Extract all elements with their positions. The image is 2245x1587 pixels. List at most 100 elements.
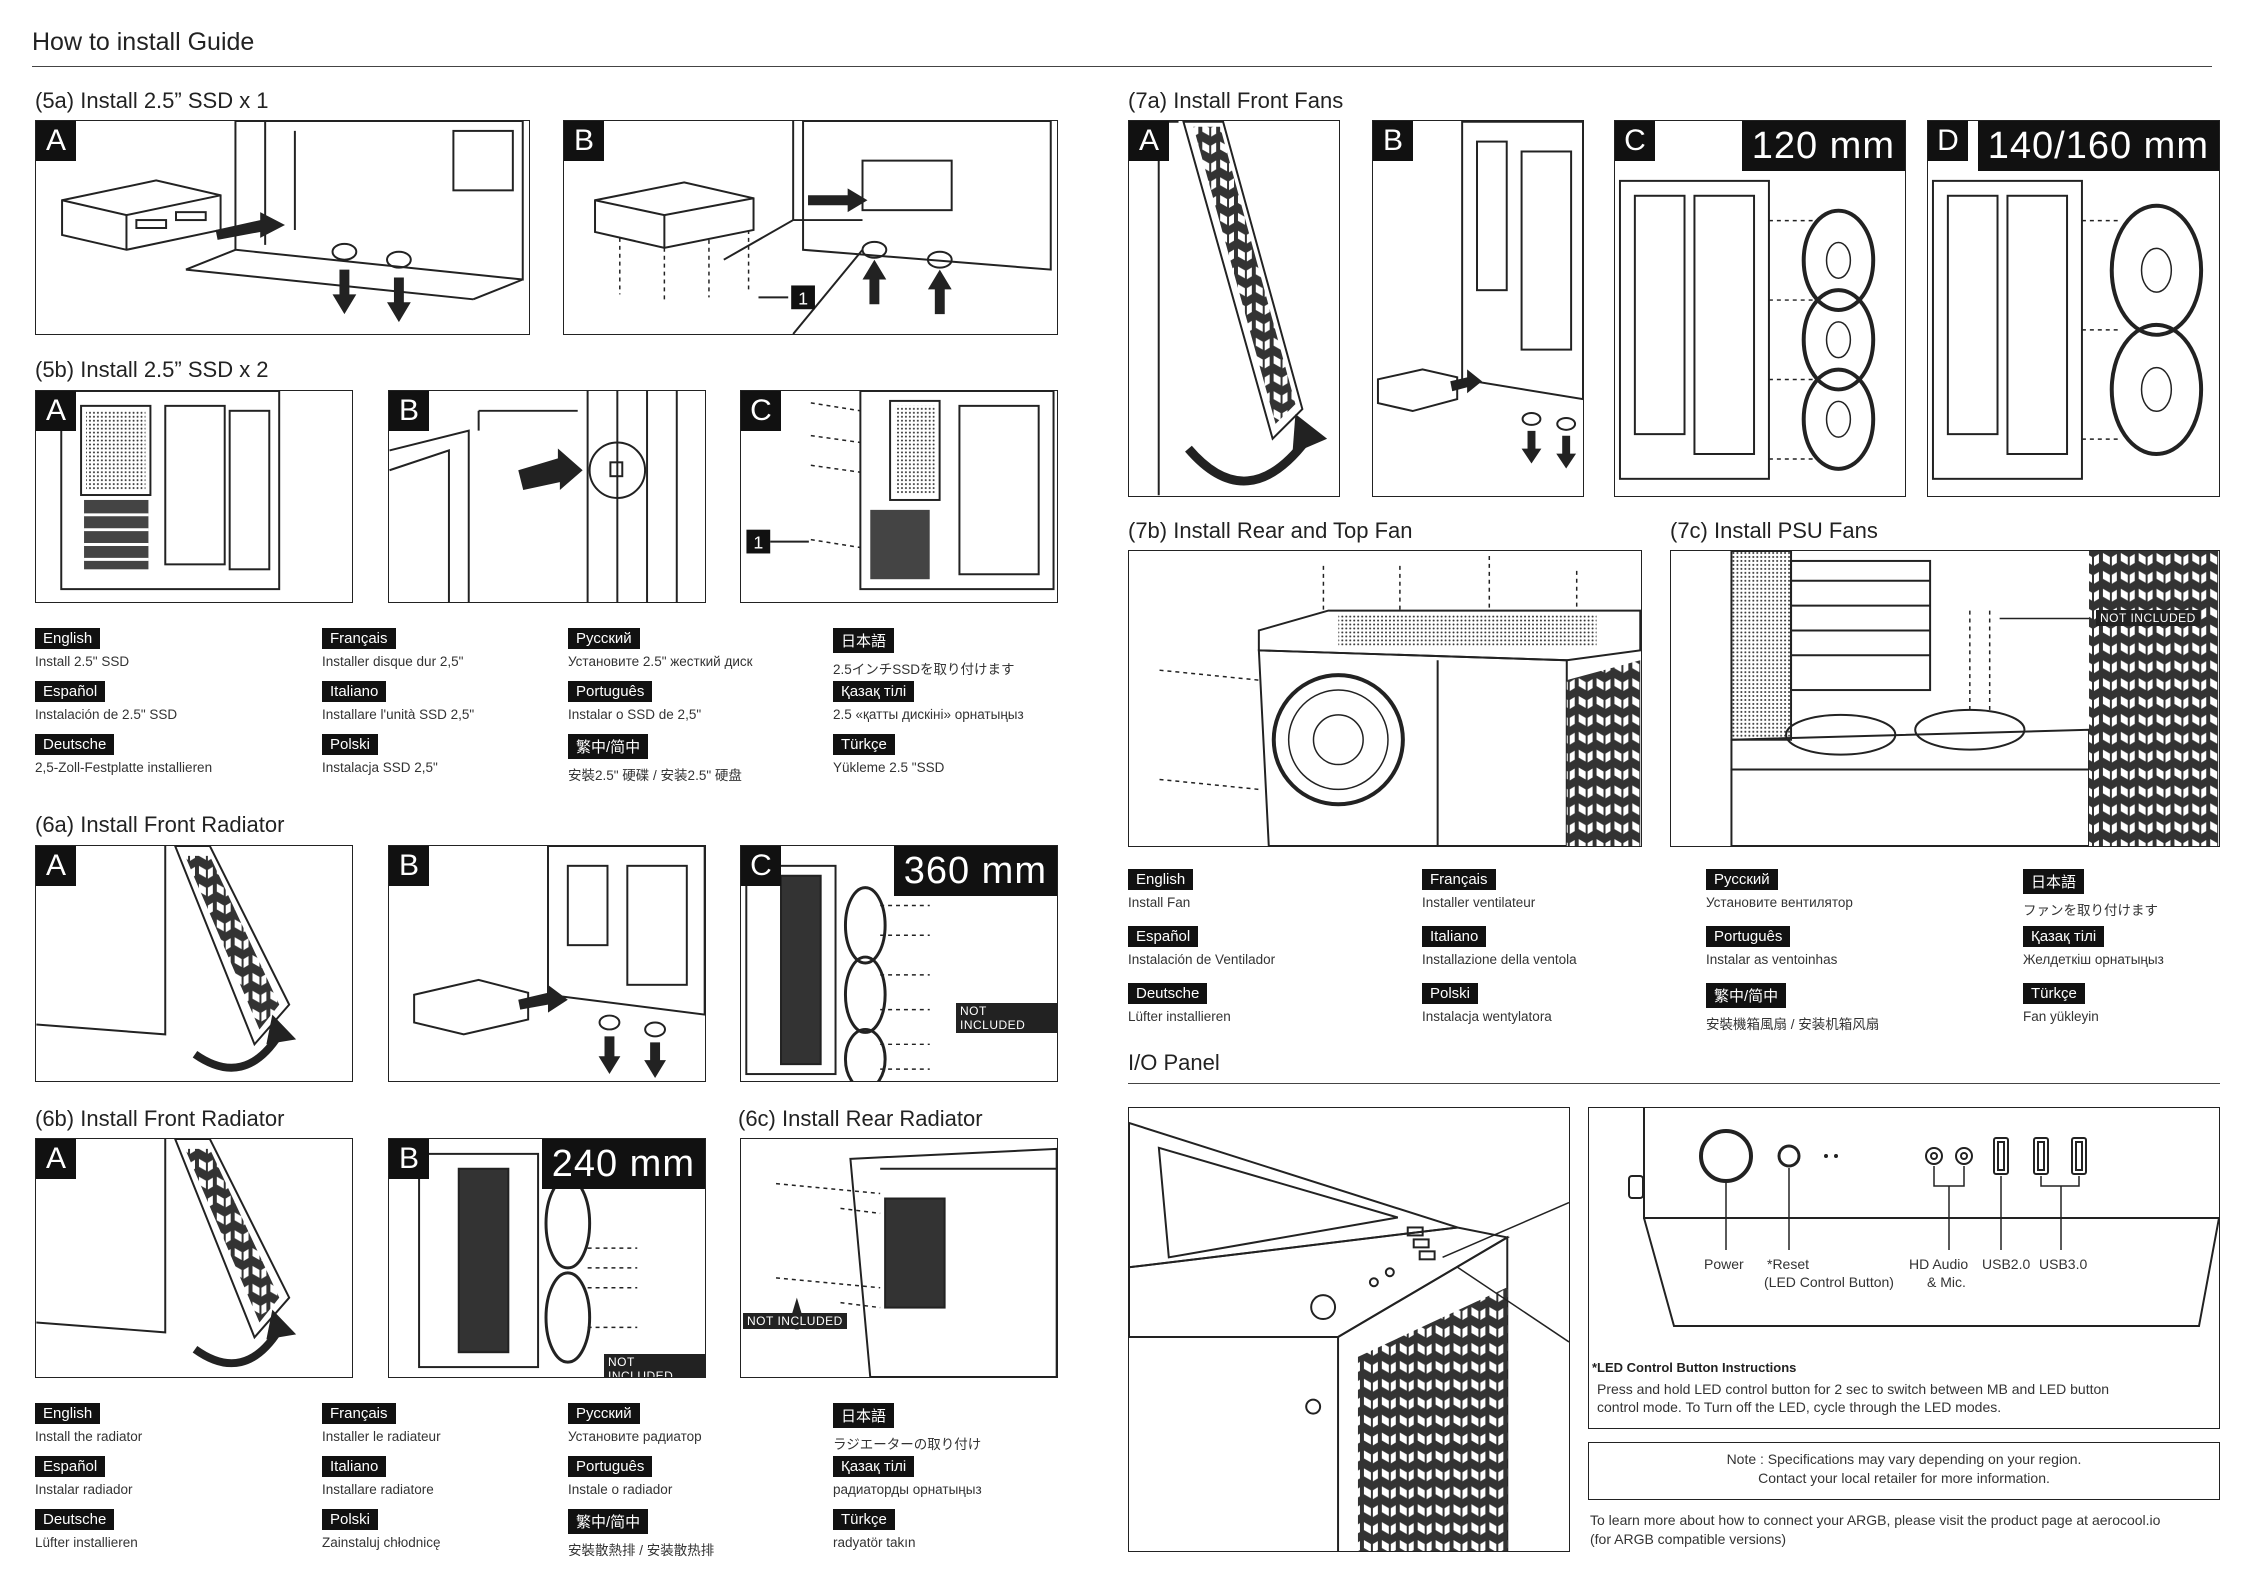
- section-title-5a: (5a) Install 2.5” SSD x 1: [35, 88, 269, 113]
- size-label: 360 mm: [893, 846, 1057, 896]
- panel-5b-c: 1 C: [740, 390, 1058, 603]
- led-instructions-line2: control mode. To Turn off the LED, cycle…: [1597, 1399, 2002, 1415]
- section-title-io: I/O Panel: [1128, 1050, 1220, 1075]
- fans-140-illustration: [1931, 179, 2204, 480]
- not-included-label: NOT INCLUDED: [956, 1003, 1057, 1033]
- panel-7a-c: C 120 mm: [1614, 120, 1906, 497]
- lang-item: 日本語ラジエーターの取り付け: [833, 1403, 1093, 1453]
- panel-7a-a: A: [1128, 120, 1340, 497]
- io-divider: [1128, 1083, 2220, 1084]
- argb-info-line1: To learn more about how to connect your …: [1590, 1512, 2161, 1528]
- section-title-7c: (7c) Install PSU Fans: [1670, 518, 1878, 543]
- radiator-360-illustration: [745, 864, 930, 1081]
- lang-item: 繁中/简中安裝散熱排 / 安装散热排: [568, 1509, 828, 1559]
- radiator-240-illustration: [418, 1152, 638, 1369]
- size-label: 240 mm: [541, 1139, 705, 1189]
- not-included-label: NOT INCLUDED: [743, 1313, 847, 1329]
- hd-audio-sub-label: & Mic.: [1927, 1274, 1966, 1290]
- io-case-top-illustration: [1128, 1107, 1570, 1552]
- note-line2: Contact your local retailer for more inf…: [1758, 1470, 2050, 1486]
- panel-letter: B: [1373, 121, 1413, 161]
- panel-letter: B: [564, 121, 604, 161]
- rear-radiator-illustration: [775, 1147, 1057, 1377]
- panel-7a-d: D 140/160 mm: [1927, 120, 2220, 497]
- section-title-7b: (7b) Install Rear and Top Fan: [1128, 518, 1413, 543]
- ssd-rear-mount-illustration: 1: [746, 391, 1055, 591]
- case-interior-illustration: [60, 391, 281, 591]
- size-label: 140/160 mm: [1977, 121, 2219, 171]
- rear-top-fan-illustration: [1159, 555, 1641, 846]
- panel-6b-b: B 240 mm NOT INCLUDED: [388, 1138, 706, 1378]
- front-panel-removal-illustration: [36, 1139, 297, 1368]
- panel-5b-b: B: [388, 390, 706, 603]
- panel-6a-a: A: [35, 845, 353, 1082]
- panel-5a-a: A: [35, 120, 530, 335]
- not-included-label: NOT INCLUDED: [604, 1354, 705, 1377]
- not-included-label: NOT INCLUDED: [2096, 610, 2200, 626]
- io-panel-drawing: [1628, 1108, 2220, 1327]
- power-label: Power: [1704, 1256, 1744, 1272]
- panel-letter: C: [741, 846, 781, 886]
- callout-number: 1: [798, 288, 808, 308]
- panel-6b-a: A: [35, 1138, 353, 1378]
- usb2-label: USB2.0: [1982, 1256, 2031, 1272]
- panel-letter: A: [36, 121, 76, 161]
- title-divider: [32, 66, 2212, 67]
- reset-label: *Reset: [1767, 1256, 1810, 1272]
- lang-item: 繁中/简中安裝2.5" 硬碟 / 安装2.5" 硬盘: [568, 734, 828, 784]
- panel-letter: A: [1129, 121, 1169, 161]
- panel-letter: B: [389, 391, 429, 431]
- front-panel-removal-illustration: [1157, 121, 1328, 496]
- panel-5a-b: 1 B: [563, 120, 1058, 335]
- fans-120-illustration: [1618, 179, 1876, 480]
- lang-item: 繁中/简中安裝機箱風扇 / 安装机箱风扇: [1706, 983, 1966, 1033]
- hd-audio-label: HD Audio: [1909, 1256, 1969, 1272]
- section-title-6c: (6c) Install Rear Radiator: [738, 1106, 983, 1131]
- panel-letter: B: [389, 846, 429, 886]
- panel-6a-c: C 360 mm NOT INCLUDED: [740, 845, 1058, 1082]
- page-title: How to install Guide: [32, 28, 255, 56]
- psu-fan-illustration: [1730, 551, 2219, 846]
- case-top-illustration: [1129, 1121, 1569, 1551]
- argb-info-line2: (for ARGB compatible versions): [1590, 1531, 1787, 1547]
- spec-note-box: Note : Specifications may vary depending…: [1588, 1442, 2220, 1500]
- section-title-6a: (6a) Install Front Radiator: [35, 812, 285, 837]
- panel-7c: NOT INCLUDED: [1670, 550, 2220, 847]
- ssd-screw-illustration: 1: [594, 121, 1052, 334]
- note-line1: Note : Specifications may vary depending…: [1726, 1451, 2082, 1467]
- led-instructions-line1: Press and hold LED control button for 2 …: [1597, 1381, 2110, 1397]
- ssd-slide-illustration: [389, 391, 678, 602]
- ssd-cage-removal-illustration: [413, 846, 705, 1079]
- section-title-7a: (7a) Install Front Fans: [1128, 88, 1344, 113]
- panel-7b: [1128, 550, 1642, 847]
- panel-6a-b: B: [388, 845, 706, 1082]
- panel-letter: A: [36, 846, 76, 886]
- panel-6c: NOT INCLUDED: [740, 1138, 1058, 1378]
- svg-text:1: 1: [753, 533, 763, 553]
